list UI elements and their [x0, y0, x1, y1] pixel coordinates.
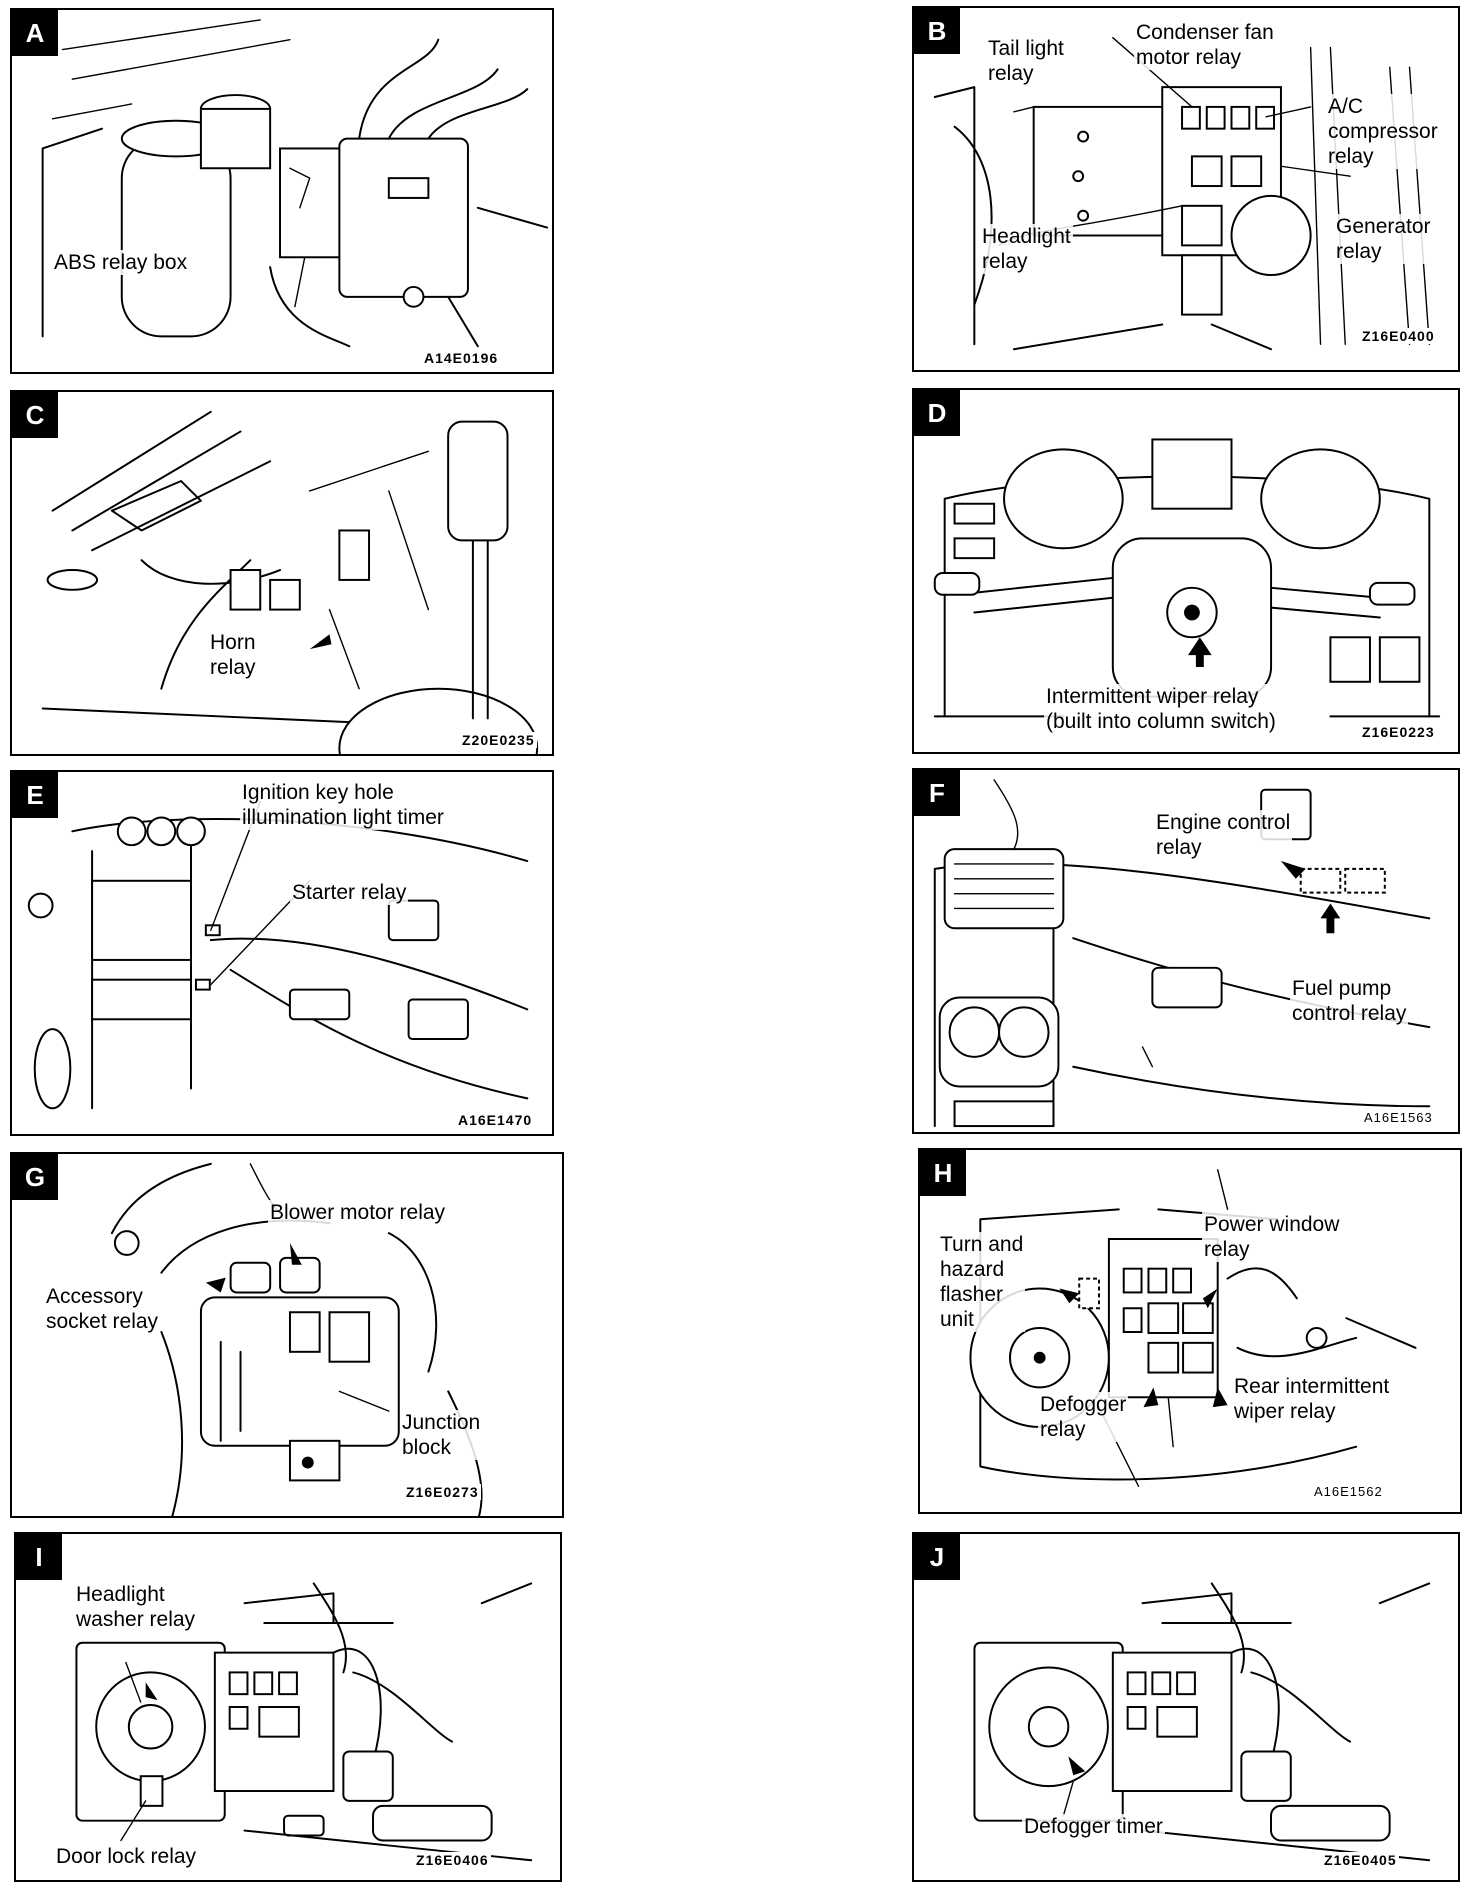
turn-hazard-flasher-unit-label: Turn and hazard flasher unit — [938, 1232, 1026, 1332]
panel-e: E Ignition key hole illumination light t… — [10, 770, 554, 1136]
figure-code: A16E1562 — [1312, 1484, 1385, 1499]
panel-letter: C — [12, 392, 58, 438]
defogger-timer-illustration — [973, 1582, 1431, 1862]
column-switch-illustration — [933, 438, 1441, 718]
panel-letter: F — [914, 770, 960, 816]
defogger-timer-label: Defogger timer — [1022, 1814, 1165, 1839]
horn-relay-illustration — [41, 410, 539, 754]
headlight-washer-relay-label: Headlight washer relay — [74, 1582, 198, 1632]
rear-intermittent-wiper-relay-label: Rear intermittent wiper relay — [1232, 1374, 1392, 1424]
accessory-socket-relay-label: Accessory socket relay — [44, 1284, 161, 1334]
engine-control-relay-label: Engine control relay — [1154, 810, 1293, 860]
horn-relay-label: Horn relay — [208, 630, 258, 680]
junction-block-label: Junction block — [400, 1410, 483, 1460]
glovebox-relay-illustration — [933, 779, 1431, 1128]
panel-d: D Intermittent wiper relay (built into c… — [912, 388, 1460, 754]
figure-code: Z16E0400 — [1360, 328, 1437, 344]
blower-motor-relay-label: Blower motor relay — [268, 1200, 448, 1225]
tail-light-relay-label: Tail light relay — [986, 36, 1066, 86]
power-window-relay-label: Power window relay — [1202, 1212, 1342, 1262]
panel-a: A ABS relay box A14E0196 — [10, 8, 554, 374]
condenser-fan-motor-relay-label: Condenser fan motor relay — [1134, 20, 1276, 70]
abs-relay-illustration — [41, 19, 549, 348]
abs-relay-box-label: ABS relay box — [52, 250, 190, 275]
figure-code: Z16E0405 — [1322, 1852, 1399, 1868]
panel-letter: D — [914, 390, 960, 436]
ac-compressor-relay-label: A/C compressor relay — [1326, 94, 1440, 169]
panel-letter: I — [16, 1534, 62, 1580]
panel-letter: B — [914, 8, 960, 54]
panel-i: I Headlight washer relay Door lock relay… — [14, 1532, 562, 1882]
figure-code: Z20E0235 — [460, 732, 537, 748]
panel-c: C Horn relay Z20E0235 — [10, 390, 554, 756]
figure-code: A16E1470 — [456, 1112, 535, 1128]
figure-code: A16E1563 — [1362, 1110, 1435, 1125]
figure-code: Z16E0406 — [414, 1852, 491, 1868]
fuel-pump-control-relay-label: Fuel pump control relay — [1290, 976, 1409, 1026]
panel-letter: J — [914, 1534, 960, 1580]
engine-relay-box-illustration — [933, 36, 1431, 351]
ignition-key-hole-timer-label: Ignition key hole illumination light tim… — [240, 780, 446, 830]
intermittent-wiper-relay-label: Intermittent wiper relay (built into col… — [1044, 684, 1278, 734]
figure-code: A14E0196 — [422, 350, 501, 366]
panel-f: F Engine control relay Fuel pump control… — [912, 768, 1460, 1134]
panel-b: B Tail light relay Condenser fan motor r… — [912, 6, 1460, 372]
panel-letter: H — [920, 1150, 966, 1196]
panel-h: H Power window relay Turn and hazard fla… — [918, 1148, 1462, 1514]
panel-g: G Blower motor relay Accessory socket re… — [10, 1152, 564, 1518]
starter-relay-label: Starter relay — [290, 880, 409, 905]
headlight-relay-label: Headlight relay — [980, 224, 1073, 274]
junction-block-illustration — [110, 1162, 483, 1516]
dashboard-starter-relay-illustration — [27, 800, 529, 1110]
panel-j: J Defogger timer Z16E0405 — [912, 1532, 1460, 1882]
panel-letter: A — [12, 10, 58, 56]
figure-code: Z16E0223 — [1360, 724, 1437, 740]
generator-relay-label: Generator relay — [1334, 214, 1433, 264]
panel-letter: G — [12, 1154, 58, 1200]
defogger-relay-label: Defogger relay — [1038, 1392, 1129, 1442]
panel-letter: E — [12, 772, 58, 818]
door-lock-relay-label: Door lock relay — [54, 1844, 199, 1869]
headlight-washer-relay-illustration — [75, 1582, 533, 1862]
figure-code: Z16E0273 — [404, 1484, 481, 1500]
